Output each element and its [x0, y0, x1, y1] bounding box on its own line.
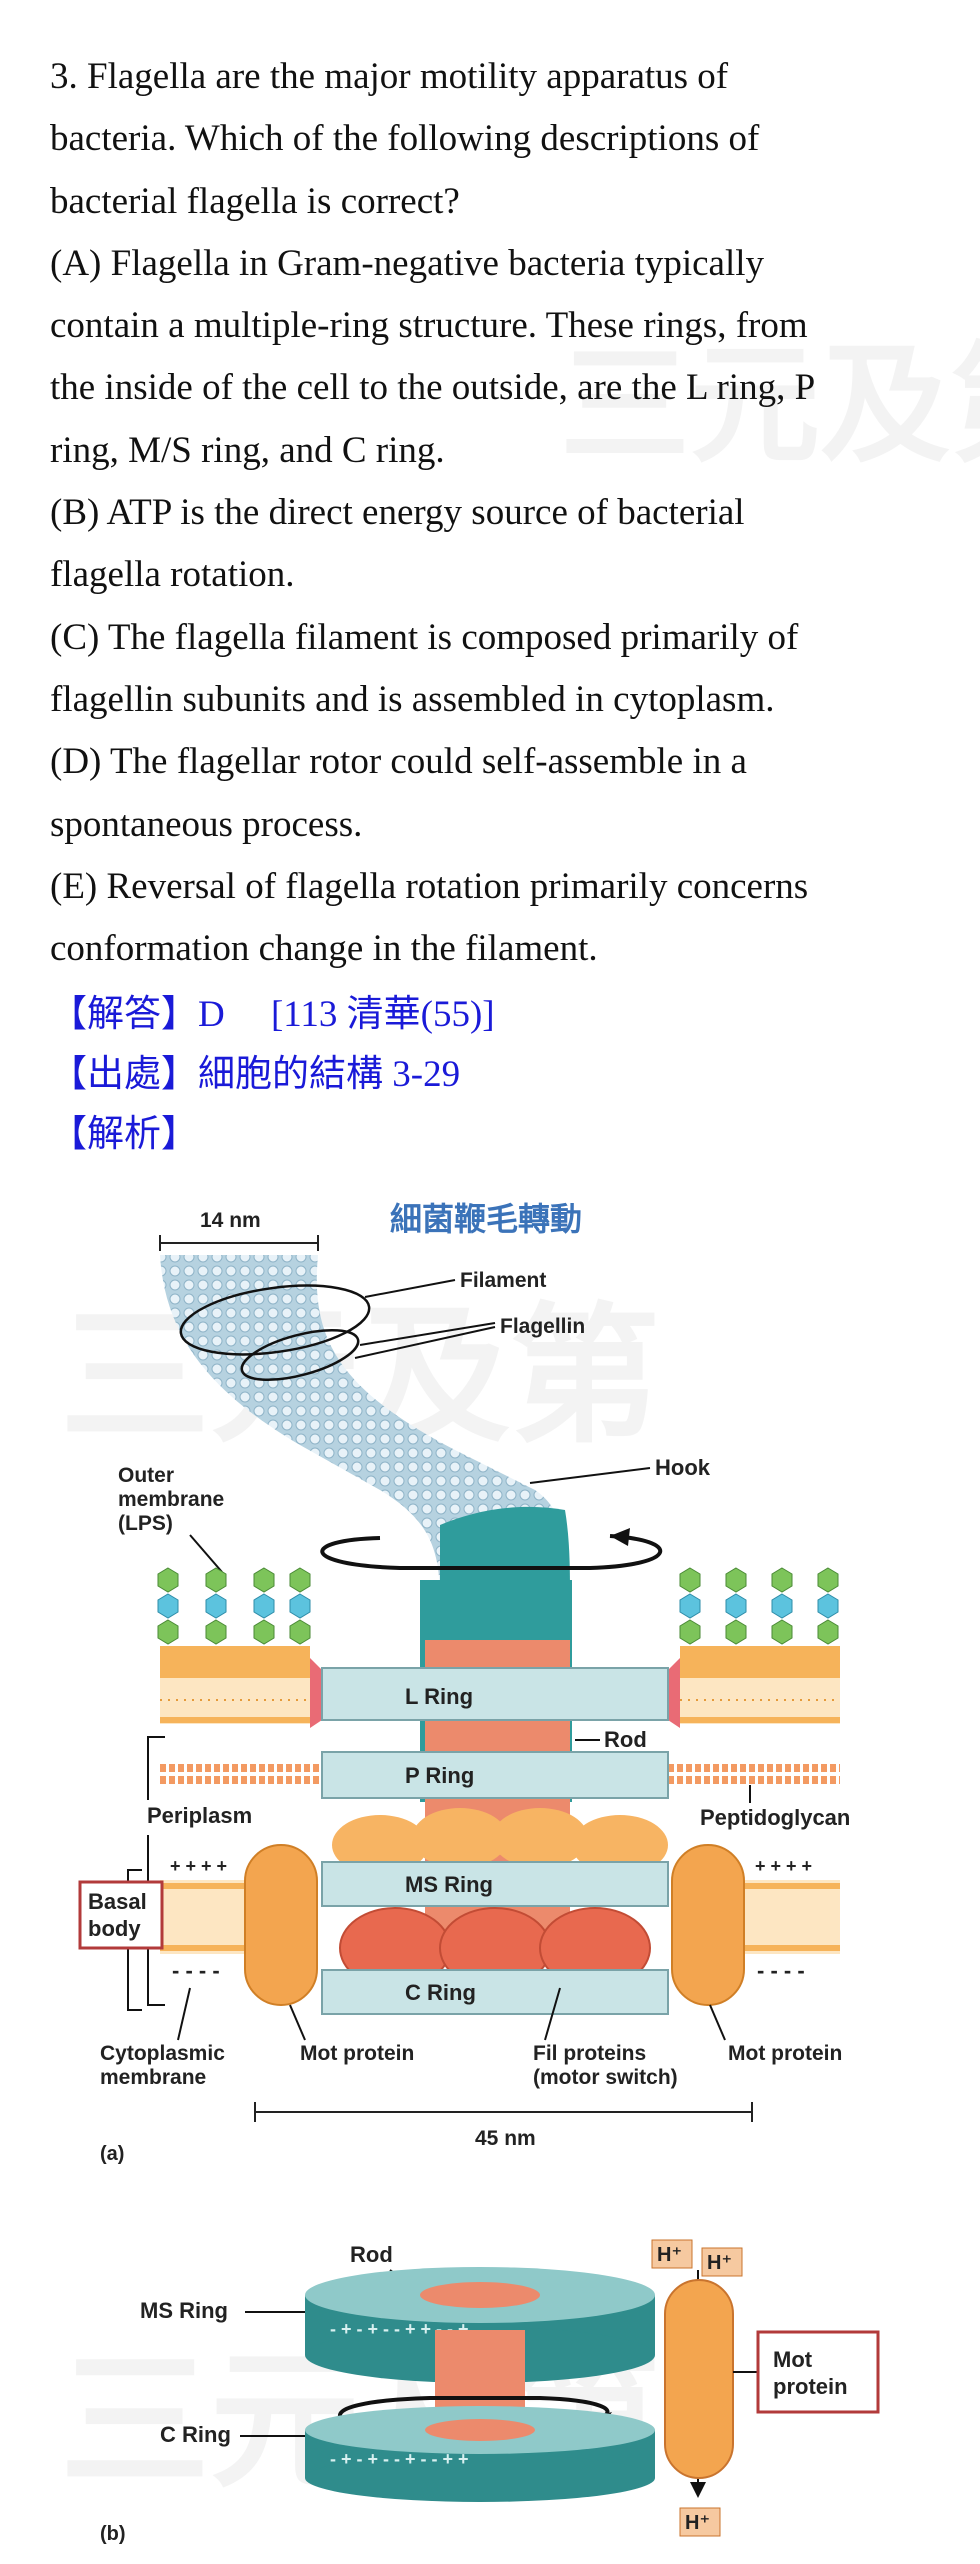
peptidoglycan-label: Peptidoglycan	[700, 1805, 850, 1830]
scale-bar	[254, 2102, 753, 2122]
rotation-arrow-top	[320, 1534, 662, 1570]
outer-membrane-left	[160, 1646, 310, 1724]
option-b-line: (B) ATP is the direct energy source of b…	[50, 492, 745, 534]
option-c-line: flagellin subunits and is assembled in c…	[50, 678, 775, 720]
mot-protein-left-label: Mot protein	[300, 2042, 414, 2065]
cytoplasmic-membrane-right	[740, 1880, 840, 1954]
proton-flow-arrowhead	[690, 2482, 706, 2498]
membrane-notch-left	[310, 1658, 322, 1728]
plus-signs-right: + + + +	[755, 1856, 812, 1876]
cytoplasmic-membrane-label: Cytoplasmic	[100, 2042, 225, 2065]
mot-protein-label-b: protein	[773, 2374, 848, 2399]
hook-shape	[440, 1506, 570, 1600]
panel-b-label: (b)	[100, 2523, 126, 2545]
outer-membrane-label: membrane	[118, 1488, 224, 1511]
outer-membrane-label: Outer	[118, 1464, 174, 1487]
outer-membrane-label: (LPS)	[118, 1512, 173, 1535]
cytoplasmic-membrane-label: membrane	[100, 2066, 206, 2089]
flagellin-label: Flagellin	[500, 1315, 585, 1338]
fil-proteins-label: (motor switch)	[533, 2066, 678, 2089]
option-e-line: (E) Reversal of flagella rotation primar…	[50, 865, 809, 907]
option-b-line: flagella rotation.	[50, 554, 295, 596]
ms-ring-lobes-top	[332, 1808, 668, 1875]
h-plus-box	[701, 2247, 743, 2277]
mot-protein-right-label: Mot protein	[728, 2042, 842, 2065]
option-c-line: (C) The flagella filament is composed pr…	[50, 616, 799, 658]
h-plus-box	[651, 2239, 693, 2269]
hook-label: Hook	[655, 1455, 711, 1480]
option-d-line: (D) The flagellar rotor could self-assem…	[50, 741, 747, 783]
lps-right	[679, 1567, 839, 1645]
minus-signs-right: - - - -	[757, 1958, 805, 1983]
rotation-arrow-b	[337, 2396, 610, 2427]
h-plus-label: H⁺	[707, 2252, 732, 2274]
mot-protein-box-b	[756, 2330, 880, 2414]
ms-ring-label-b: MS Ring	[140, 2298, 228, 2323]
peptidoglycan-left	[160, 1764, 322, 1784]
c-ring	[321, 1969, 669, 2015]
answer-line: 【解答】D [113 清華(55)]	[50, 994, 495, 1035]
mot-protein-left	[244, 1844, 318, 2006]
option-a-line: (A) Flagella in Gram-negative bacteria t…	[50, 242, 765, 284]
ms-ring	[321, 1861, 669, 1907]
p-ring	[321, 1751, 669, 1799]
rod-label: Rod	[604, 1727, 647, 1752]
periplasm-bracket	[127, 1736, 165, 2011]
filament-label: Filament	[460, 1269, 546, 1292]
fil-proteins	[339, 1907, 651, 1989]
fil-proteins-label: Fil proteins	[533, 2042, 646, 2065]
option-a-line: contain a multiple-ring structure. These…	[50, 305, 808, 347]
figure-title: 細菌鞭毛轉動	[390, 1201, 582, 1237]
c-ring-disk: - + - + - - + - - + +	[305, 2406, 655, 2502]
basal-body-label: Basal	[88, 1889, 147, 1914]
question-line: bacterial flagella is correct?	[50, 180, 460, 222]
rotation-arrowhead	[610, 1528, 630, 1546]
analysis-line: 【解析】	[50, 1114, 198, 1155]
l-ring	[321, 1667, 669, 1721]
scale-label: 45 nm	[475, 2127, 536, 2150]
question-line: 3. Flagella are the major motility appar…	[50, 56, 729, 97]
basal-body-label: body	[88, 1916, 141, 1941]
outer-membrane-right	[680, 1646, 840, 1724]
plus-signs-left: + + + +	[170, 1856, 227, 1876]
c-ring-label: C Ring	[405, 1980, 476, 2005]
rod-label-b: Rod	[350, 2242, 393, 2267]
c-ring-label-b: C Ring	[160, 2422, 231, 2447]
h-plus-label: H⁺	[685, 2512, 710, 2534]
filament-shape	[160, 1255, 570, 1600]
svg-text:- + - + - - + - - + +: - + - + - - + - - + +	[330, 2449, 469, 2469]
minus-signs-left: - - - -	[172, 1958, 220, 1983]
flagellin-highlight-1	[179, 1284, 371, 1356]
ms-ring-label: MS Ring	[405, 1872, 493, 1897]
membrane-notch-right	[668, 1658, 680, 1728]
mot-protein-b	[664, 2279, 734, 2479]
width-label: 14 nm	[200, 1209, 261, 1232]
panel-a-label: (a)	[100, 2143, 124, 2165]
p-ring-label: P Ring	[405, 1763, 474, 1788]
lps-left	[157, 1567, 311, 1645]
figure-a: 細菌鞭毛轉動 14 nm Filament Flagellin Hook Out…	[78, 1201, 850, 2165]
answer-block: 【解答】D [113 清華(55)] 【出處】細胞的結構 3-29 【解析】	[50, 985, 495, 1165]
option-e-line: conformation change in the filament.	[50, 928, 598, 970]
basal-body-box	[78, 1880, 164, 1950]
option-a-line: the inside of the cell to the outside, a…	[50, 367, 816, 409]
periplasm-label: Periplasm	[147, 1803, 252, 1828]
svg-text:- + - + - - + + - - +: - + - + - - + + - - +	[330, 2319, 469, 2339]
option-d-line: spontaneous process.	[50, 803, 363, 845]
h-plus-box	[679, 2507, 721, 2537]
mot-protein-label-b: Mot	[773, 2347, 813, 2372]
peptidoglycan-right	[668, 1764, 840, 1784]
figure-b: Rod - + - + - - + + - - + - + - + - - + …	[100, 2239, 880, 2545]
flagellin-highlight-2	[240, 1328, 360, 1382]
mot-protein-right	[671, 1844, 745, 2006]
option-a-line: ring, M/S ring, and C ring.	[50, 429, 445, 471]
question-line: bacteria. Which of the following descrip…	[50, 118, 760, 160]
width-bracket	[159, 1235, 319, 1251]
h-plus-label: H⁺	[657, 2244, 682, 2266]
question-text: 3. Flagella are the major motility appar…	[50, 46, 950, 980]
l-ring-label: L Ring	[405, 1684, 473, 1709]
source-line: 【出處】細胞的結構 3-29	[50, 1054, 461, 1095]
ms-ring-disk: - + - + - - + + - - +	[305, 2267, 655, 2383]
